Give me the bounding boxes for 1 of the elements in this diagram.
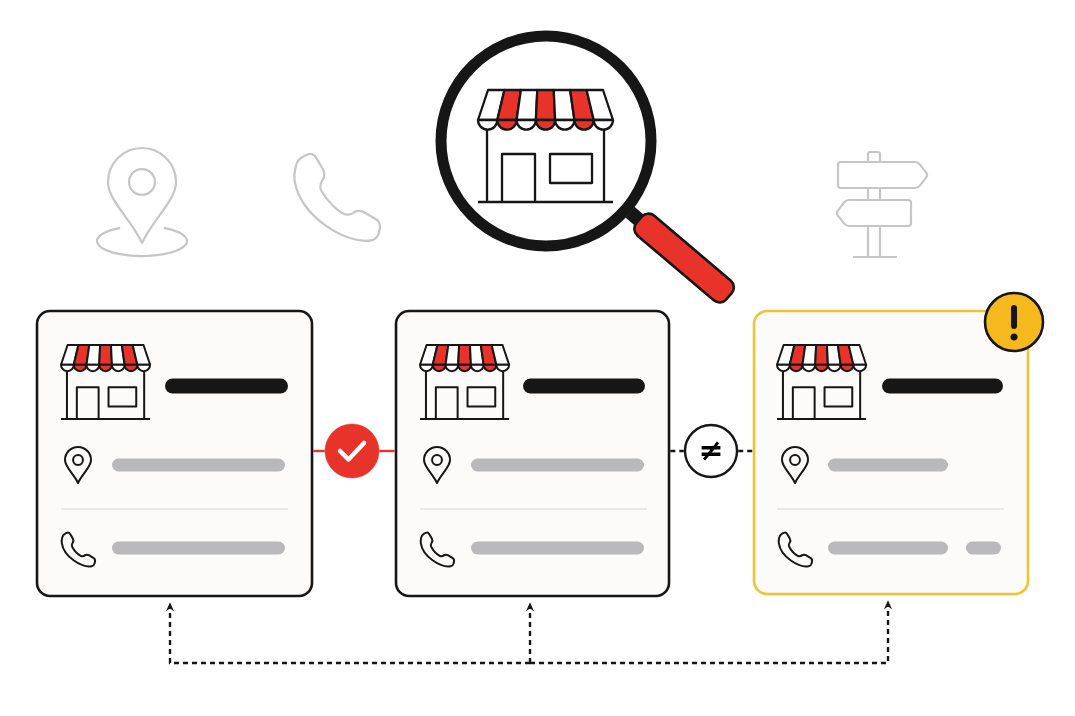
check-circle — [324, 423, 380, 479]
